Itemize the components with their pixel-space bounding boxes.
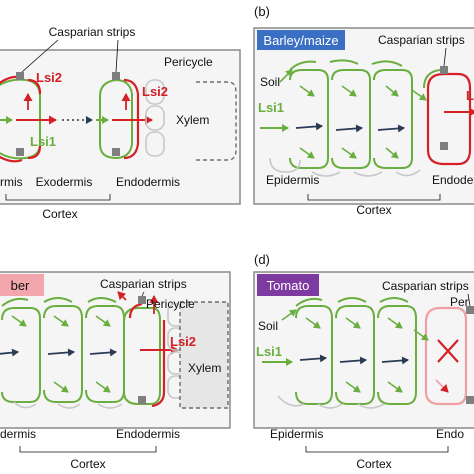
casparian-strip-c1 xyxy=(138,296,146,304)
panel-a: Casparian strips Pericycle Lsi2 Lsi2 Lsi… xyxy=(0,25,241,221)
apoplast-arrows-d xyxy=(281,309,429,393)
casparian-label-b: Casparian strips xyxy=(378,33,465,47)
symplast-arrows-d xyxy=(299,354,409,365)
faded-arrow-d xyxy=(435,379,449,393)
exodermis-red-top xyxy=(27,78,42,95)
endodermis-cell-faded-d xyxy=(424,306,468,406)
casparian-label-c: Casparian strips xyxy=(100,277,187,291)
lsi1-label-d: Lsi1 xyxy=(256,344,282,359)
casparian-strip-d1 xyxy=(466,306,474,314)
xylem-label-c: Xylem xyxy=(188,361,221,375)
exodermis-label-a: Exodermis xyxy=(36,175,93,189)
panel-b-letter: (b) xyxy=(254,4,270,19)
exodermis-red-bottom xyxy=(27,145,42,160)
casparian-label-d: Casparian strips xyxy=(382,279,469,293)
gray-cells-d xyxy=(277,395,385,409)
exodermis-lsi2-edge-bottom xyxy=(0,155,23,163)
soil-label-b: Soil xyxy=(260,75,280,89)
panel-b: (b) Barley/maize xyxy=(253,4,474,217)
pericycle-label-c: Pericycle xyxy=(146,297,195,311)
gray-cells-c xyxy=(13,401,123,409)
cortex-bracket-d xyxy=(305,446,449,453)
casparian-strip-a1 xyxy=(16,72,24,80)
endodermis-cell-green xyxy=(99,78,133,160)
casparian-pointer-c xyxy=(141,291,145,297)
panel-b-tag-bg xyxy=(257,30,345,50)
casparian-pointer-a2 xyxy=(115,39,119,73)
gray-cells-b xyxy=(269,157,421,177)
symplast-arrows-c xyxy=(0,348,117,357)
epidermis-label-b: Epidermis xyxy=(266,173,319,187)
epidermis-label-a: rmis xyxy=(0,175,23,189)
casparian-strip-b2 xyxy=(440,142,448,150)
panel-c: ber xyxy=(0,271,231,471)
lsi2-label-c: Lsi2 xyxy=(170,334,196,349)
cortex-label-d: Cortex xyxy=(356,457,391,471)
lsi1-label-a: Lsi1 xyxy=(30,134,56,149)
symplast-arrows-b xyxy=(295,122,405,133)
cortex-bracket-c xyxy=(19,446,157,453)
casparian-strip-c2 xyxy=(138,396,146,404)
panel-b-frame xyxy=(253,27,474,205)
panel-d-letter: (d) xyxy=(254,252,270,267)
panel-d-tag: Tomato xyxy=(267,278,310,293)
pericycle-label-a: Pericycle xyxy=(164,55,213,69)
panel-d-frame xyxy=(253,271,474,429)
lsi2-label-b: L xyxy=(466,88,474,103)
panel-d-tag-bg xyxy=(257,274,319,296)
epidermis-label-d: Epidermis xyxy=(270,427,323,441)
endodermis-label-a: Endodermis xyxy=(116,175,180,189)
blocked-cross-d2 xyxy=(437,339,459,363)
casparian-strip-b1 xyxy=(440,66,448,74)
lsi2-diag-arrow-c xyxy=(117,291,127,301)
cortex-bracket-a xyxy=(5,194,111,201)
casparian-strip-a4 xyxy=(112,148,120,156)
endodermis-label-c: Endodermis xyxy=(116,427,180,441)
casparian-strip-d2 xyxy=(466,396,474,404)
cortex-label-c: Cortex xyxy=(70,457,105,471)
cortex-label-a: Cortex xyxy=(42,207,77,221)
casparian-pointer-a1 xyxy=(21,39,59,73)
endodermis-label-b: Endode xyxy=(432,173,474,187)
pericycle-label-d: Per xyxy=(450,295,469,309)
endodermis-cell-red-c xyxy=(128,302,166,408)
xylem-label-a: Xylem xyxy=(176,113,209,127)
panel-c-tag: ber xyxy=(11,278,30,293)
endodermis-cell-red-b xyxy=(426,72,472,166)
lsi1-label-b: Lsi1 xyxy=(258,100,284,115)
endodermis-label-d: Endo xyxy=(436,427,464,441)
cortex-bracket-b xyxy=(307,194,441,201)
lsi2-label-exo: Lsi2 xyxy=(36,70,62,85)
cortex-cells-d xyxy=(295,297,417,405)
endodermis-cell-green-b xyxy=(423,69,441,89)
apoplast-arrows-c xyxy=(11,315,111,393)
xylem-outline-c xyxy=(179,301,229,409)
casparian-strip-a2 xyxy=(16,148,24,156)
xylem-outline-a xyxy=(196,81,237,161)
panel-c-tag-bg xyxy=(0,274,44,296)
pericycle-cells-a xyxy=(145,79,165,157)
cortex-label-b: Cortex xyxy=(356,203,391,217)
casparian-pointer-d xyxy=(467,293,471,307)
apoplast-arrows-b xyxy=(279,69,427,159)
casparian-pointer-b xyxy=(443,47,447,67)
epidermis-label-c: dermis xyxy=(0,427,36,441)
panel-d: (d) Tomato xyxy=(253,252,474,471)
casparian-strip-a3 xyxy=(112,72,120,80)
lsi2-label-endo: Lsi2 xyxy=(142,84,168,99)
casparian-label-a: Casparian strips xyxy=(49,25,136,39)
soil-label-d: Soil xyxy=(258,319,278,333)
panel-b-tag: Barley/maize xyxy=(263,33,338,48)
cortex-cells-c xyxy=(1,297,125,403)
